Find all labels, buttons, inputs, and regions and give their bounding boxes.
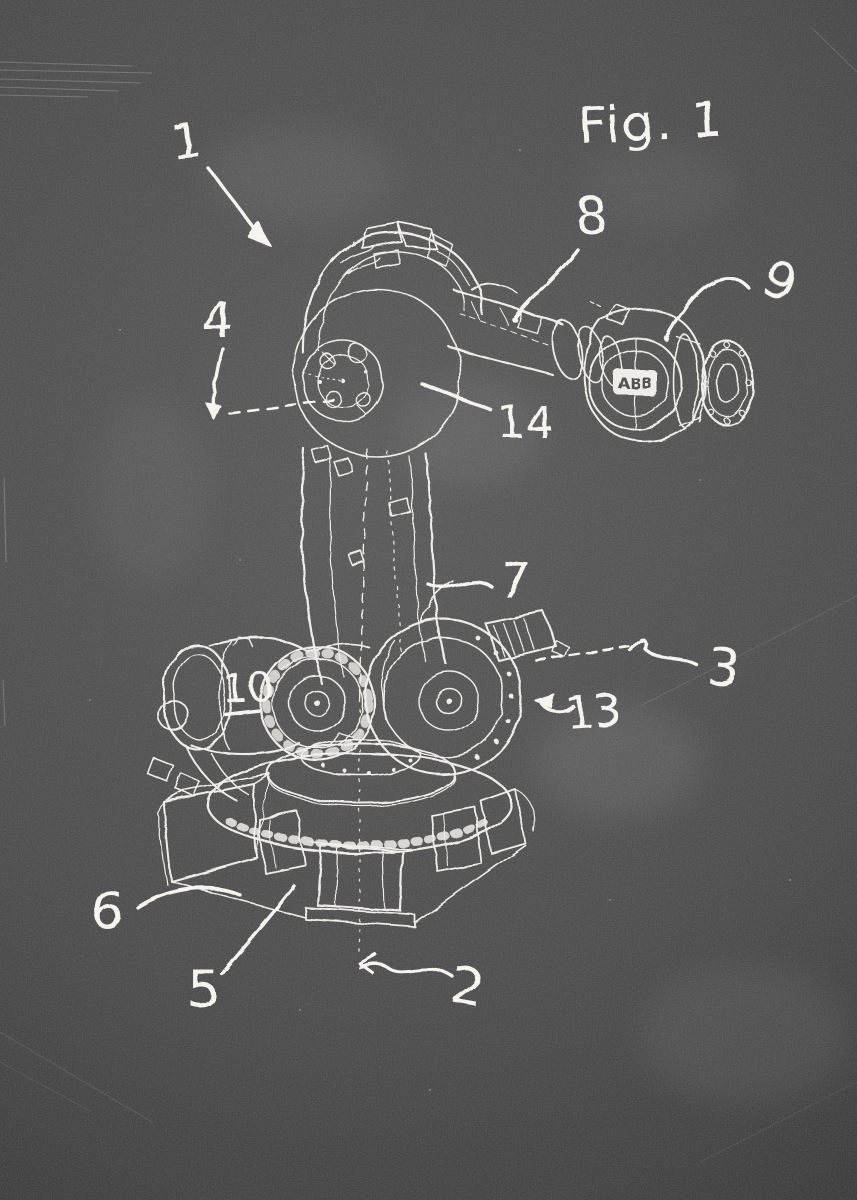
chalkboard-patent-poster: ABB (0, 0, 857, 1200)
patent-drawing-canvas: ABB (0, 0, 857, 1200)
chalkboard-grain-overlay (0, 0, 857, 1200)
